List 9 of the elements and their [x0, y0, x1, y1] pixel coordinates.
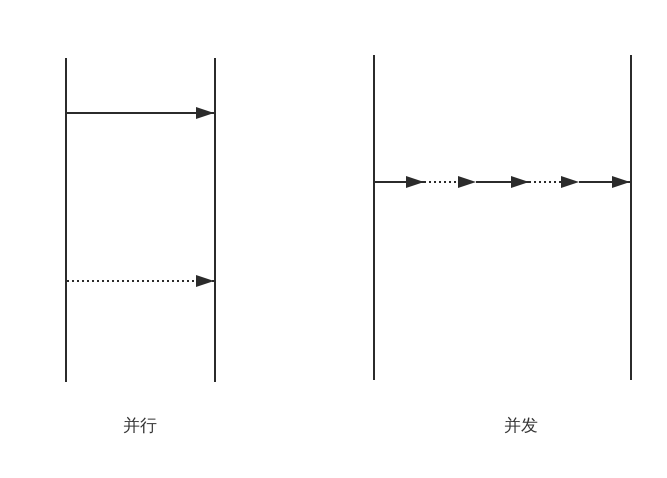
lifeline [630, 55, 632, 380]
lifeline [373, 55, 375, 380]
caption-label: 并发 [504, 415, 538, 437]
arrow [67, 107, 214, 119]
caption-label: 并行 [123, 415, 157, 437]
lifeline [214, 58, 216, 382]
lifeline [65, 58, 67, 382]
arrow [375, 176, 630, 188]
arrow [67, 275, 214, 287]
